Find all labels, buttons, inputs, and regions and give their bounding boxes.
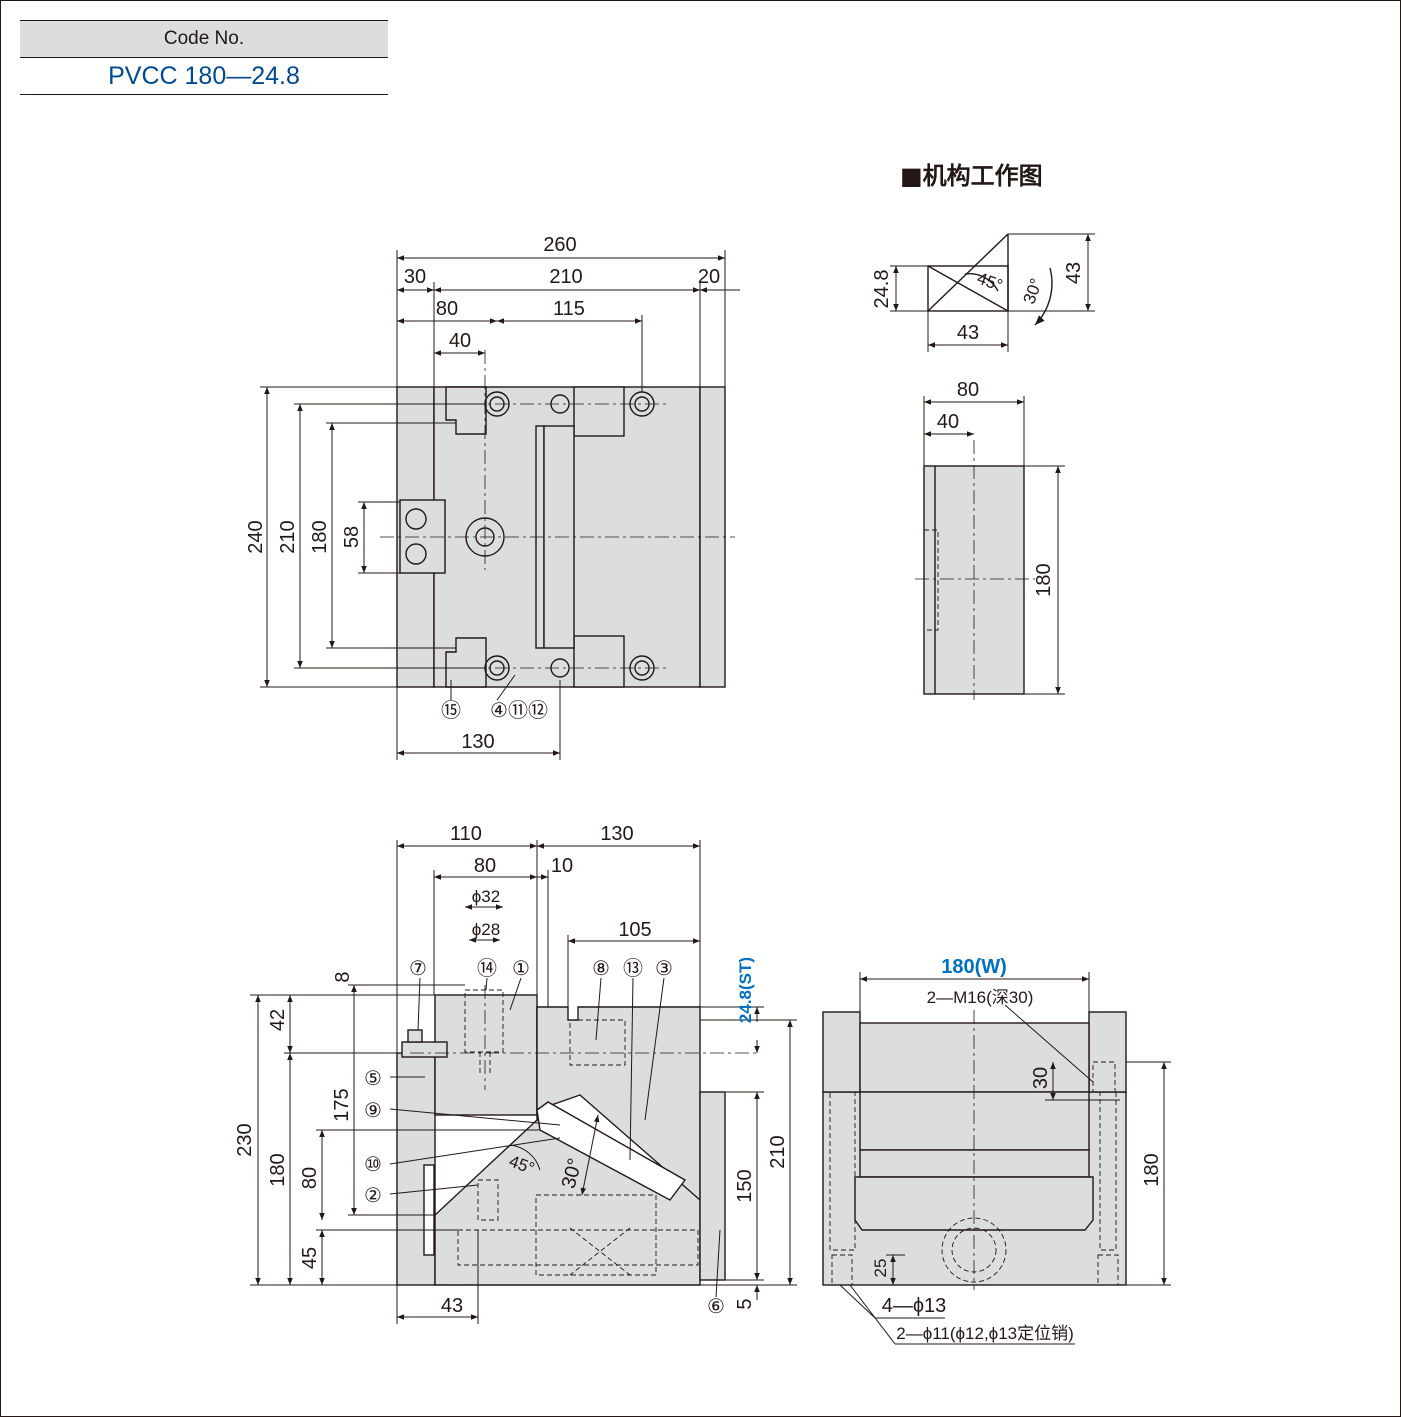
dim-58: 58 — [341, 526, 363, 548]
part-label-15: ⑮ — [441, 699, 461, 722]
front-view-centerlines — [410, 985, 760, 1090]
front-part-14: ⑭ — [477, 957, 497, 980]
mech-dim-43-h: 43 — [1063, 262, 1085, 284]
front-dim-230: 230 — [234, 1123, 256, 1156]
side-dim-180: 180 — [1033, 563, 1055, 596]
front-view-text: 110 130 80 10 105 ϕ32 ϕ28 8 42 175 230 1… — [234, 823, 789, 1318]
end-upper-block — [859, 1022, 1090, 1093]
end-note-holes: 4—ϕ13 — [882, 1295, 947, 1317]
end-view-dimensions — [839, 972, 1171, 1345]
front-dim-10: 10 — [551, 855, 573, 877]
code-label: Code No. — [20, 20, 388, 58]
front-stopper-bolt — [407, 1029, 423, 1043]
part-label-4-11-12: ④⑪⑫ — [490, 699, 548, 722]
mech-dim-43-w: 43 — [957, 322, 979, 344]
front-dim-210: 210 — [767, 1135, 789, 1168]
end-dim-30: 30 — [1030, 1067, 1052, 1089]
dim-115: 115 — [553, 298, 585, 320]
front-dim-43: 43 — [441, 1295, 463, 1317]
mechanism-diagram — [927, 233, 1053, 326]
dim-30: 30 — [404, 266, 426, 288]
end-dim-180-w: 180(W) — [941, 956, 1007, 978]
side-small-text: 80 40 180 — [937, 379, 1055, 597]
side-dim-40: 40 — [937, 411, 959, 433]
front-part-10: ⑩ — [364, 1154, 382, 1176]
front-part-2: ② — [364, 1185, 382, 1207]
top-view-dim-text: 260 30 210 20 80 115 40 240 210 180 58 1… — [245, 234, 720, 753]
front-dim-5: 5 — [734, 1298, 756, 1309]
top-view-centerlines — [380, 350, 735, 669]
front-part-8: ⑧ — [592, 958, 610, 980]
front-dim-180: 180 — [267, 1153, 289, 1186]
dim-h180: 180 — [309, 520, 331, 553]
mechanism-section-title: ■机构工作图 — [900, 162, 1043, 190]
mech-angle-30: 30° — [1020, 276, 1047, 307]
front-dim-175: 175 — [331, 1088, 353, 1121]
dim-240: 240 — [245, 520, 267, 553]
end-dim-h180: 180 — [1141, 1153, 1163, 1186]
top-upper-left-block — [445, 386, 487, 435]
front-view-dimensions — [250, 840, 797, 1324]
code-number-box: Code No. PVCC 180—24.8 — [20, 20, 388, 95]
top-lower-clamp — [573, 635, 625, 688]
mechanism-text: 24.8 43 43 45° 30° — [871, 262, 1085, 344]
dim-20: 20 — [698, 266, 720, 288]
mechanism-dimensions — [890, 233, 1095, 352]
front-dim-8: 8 — [332, 971, 354, 982]
front-dim-phi28: ϕ28 — [472, 920, 500, 939]
top-view-dimensions — [260, 250, 740, 760]
front-part-13: ⑬ — [623, 957, 643, 980]
end-dim-m16: 2—M16(深30) — [927, 988, 1034, 1007]
dim-210: 210 — [549, 266, 582, 288]
top-view — [396, 386, 726, 688]
end-right-column — [1088, 1011, 1127, 1093]
front-part-1: ① — [512, 958, 530, 980]
code-value: PVCC 180—24.8 — [20, 58, 388, 95]
front-dim-105: 105 — [618, 919, 651, 941]
front-dim-45: 45 — [299, 1247, 321, 1269]
front-stopper — [401, 1041, 448, 1058]
end-left-column — [822, 1011, 861, 1093]
front-dim-110: 110 — [450, 823, 482, 845]
front-cam-block — [536, 1006, 701, 1202]
front-slide-bar — [536, 1101, 687, 1201]
mech-angle-45: 45° — [975, 269, 1006, 296]
top-upper-clamp — [573, 386, 625, 437]
side-dim-80: 80 — [957, 379, 979, 401]
dim-80: 80 — [436, 298, 458, 320]
top-lower-left-block — [445, 637, 487, 688]
side-small-hidden — [923, 529, 939, 631]
dim-130: 130 — [461, 731, 494, 753]
dim-260: 260 — [543, 234, 576, 256]
front-right-plate — [699, 1091, 726, 1281]
dim-40: 40 — [449, 330, 471, 352]
dim-h210: 210 — [277, 520, 299, 553]
front-dim-80: 80 — [474, 855, 496, 877]
end-view — [822, 1011, 1127, 1286]
front-view — [396, 994, 726, 1286]
front-part-3: ③ — [655, 958, 673, 980]
end-view-text: 180(W) 2—M16(深30) 30 25 180 4—ϕ13 2—ϕ11(… — [871, 956, 1163, 1343]
front-driver-block — [434, 994, 538, 1116]
end-dim-25: 25 — [871, 1259, 890, 1278]
end-note-pins: 2—ϕ11(ϕ12,ϕ13定位销) — [896, 1324, 1074, 1343]
mech-dim-24-8: 24.8 — [871, 270, 893, 309]
front-part-5: ⑤ — [364, 1068, 382, 1090]
front-dim-42: 42 — [267, 1009, 289, 1031]
front-side-strip — [423, 1164, 435, 1256]
front-dim-h80: 80 — [299, 1167, 321, 1189]
end-mid-block — [859, 1091, 1090, 1151]
front-part-7: ⑦ — [409, 958, 427, 980]
front-part-9: ⑨ — [364, 1100, 382, 1122]
front-stroke-24-8: 24.8(ST) — [736, 957, 755, 1023]
front-part-6: ⑥ — [707, 1296, 725, 1318]
side-small-dimensions — [923, 396, 1065, 695]
front-dim-150: 150 — [734, 1169, 756, 1202]
side-small-centerlines — [915, 440, 1035, 700]
front-dim-phi32: ϕ32 — [472, 887, 500, 906]
end-slide — [859, 1149, 1090, 1178]
front-dim-130: 130 — [600, 823, 633, 845]
